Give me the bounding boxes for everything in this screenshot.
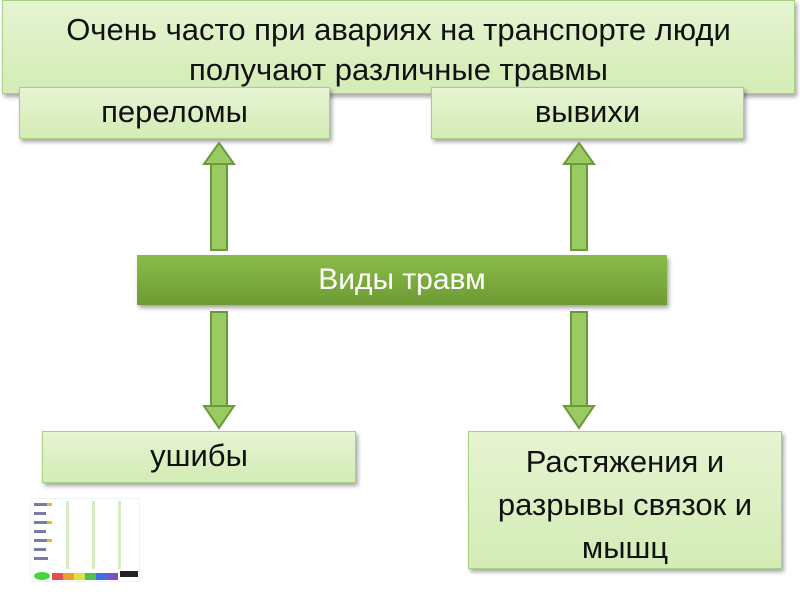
dislocations-label: вывихи — [534, 94, 641, 129]
arrow-down-left-icon — [202, 311, 236, 430]
injury-types-bar: Виды травм — [137, 255, 667, 305]
arrow-up-right-icon — [562, 141, 596, 251]
sprains-line-3: мышц — [581, 530, 669, 565]
title-line-2: получают различные травмы — [189, 52, 608, 87]
sprains-line-1: Растяжения и — [525, 444, 725, 479]
fractures-box: переломы — [19, 87, 330, 139]
slide-thumbnail-image — [30, 498, 140, 582]
sprains-line-2: разрывы связок и — [497, 487, 753, 522]
sprains-box: Растяжения и разрывы связок и мышц — [468, 431, 782, 569]
injury-types-label: Виды травм — [318, 263, 486, 296]
arrow-up-left-icon — [202, 141, 236, 251]
title-box: Очень часто при авариях на транспорте лю… — [2, 0, 795, 94]
bruises-box: ушибы — [42, 431, 356, 483]
dislocations-box: вывихи — [431, 87, 744, 139]
fractures-label: переломы — [101, 94, 248, 129]
title-line-1: Очень часто при авариях на транспорте лю… — [66, 12, 731, 47]
arrow-down-right-icon — [562, 311, 596, 430]
bruises-label: ушибы — [150, 438, 248, 473]
